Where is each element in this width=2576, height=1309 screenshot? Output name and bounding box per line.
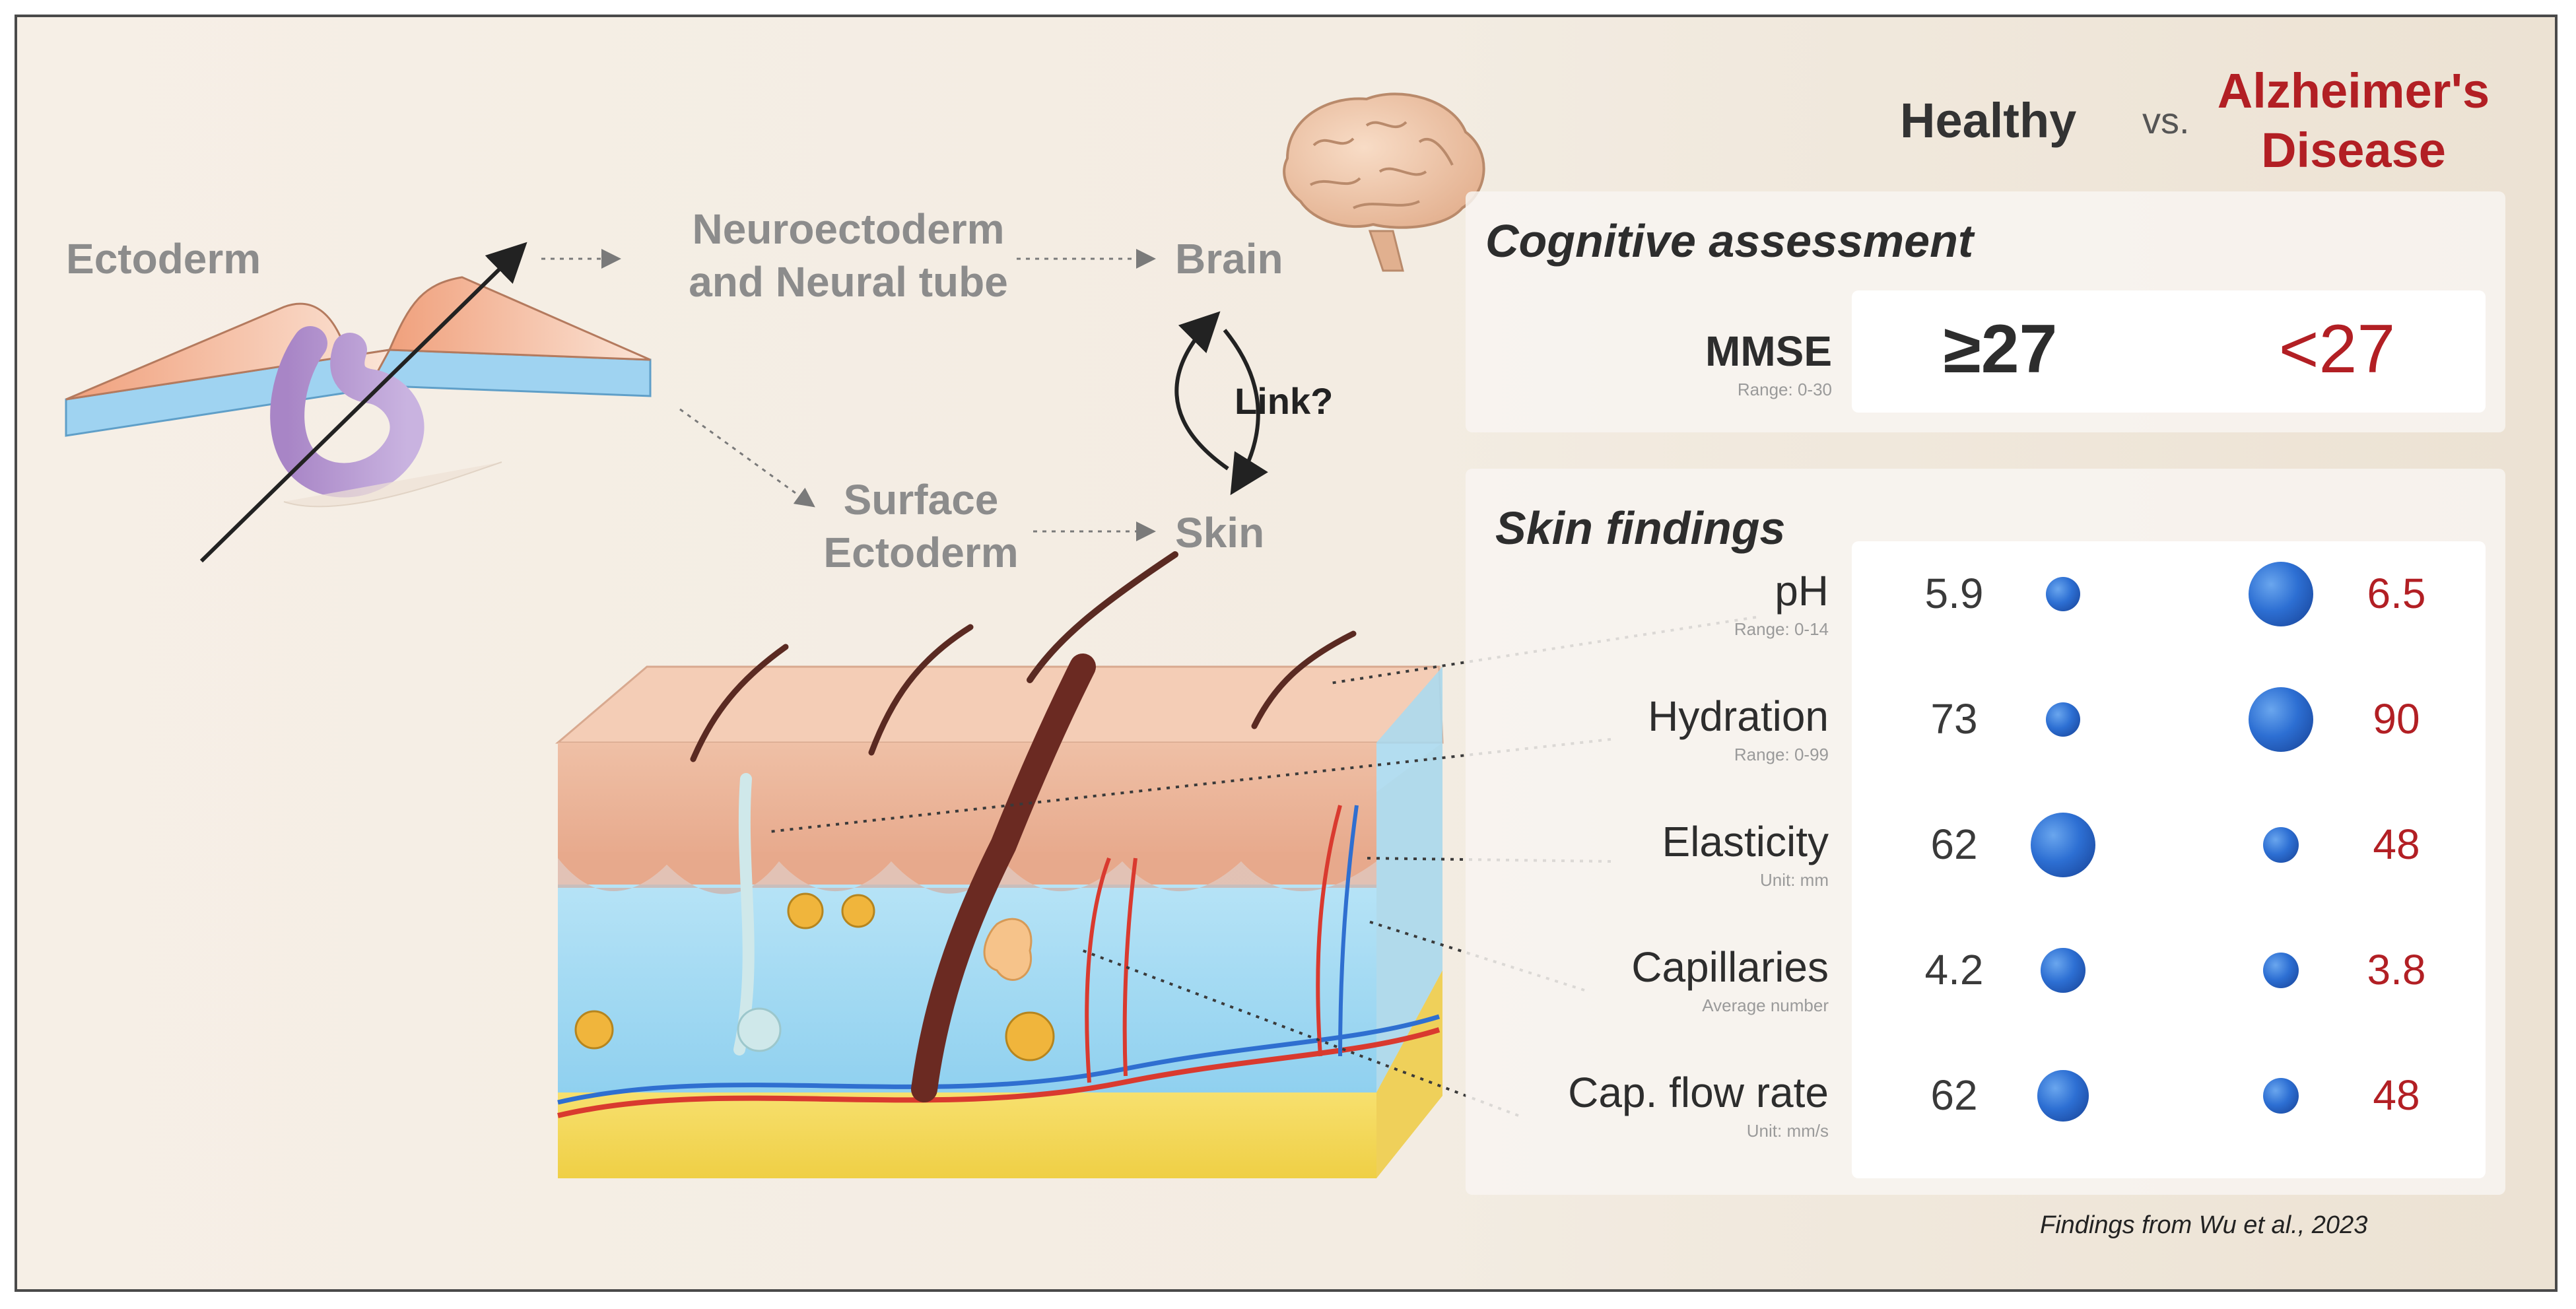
skin-metric-sub: Average number	[1702, 995, 1829, 1015]
surface-ectoderm-label-line1: Surface	[843, 476, 999, 523]
mmse-ad-value: <27	[2278, 311, 2396, 387]
ad-magnitude-dot	[2262, 826, 2299, 863]
brain-illustration	[1283, 92, 1485, 272]
mmse-values-panel	[1852, 290, 2486, 413]
citation: Findings from Wu et al., 2023	[2040, 1211, 2368, 1239]
healthy-value: 4.2	[1924, 946, 1984, 993]
healthy-value: 62	[1930, 1071, 1978, 1119]
ectoderm-label: Ectoderm	[66, 235, 261, 283]
healthy-value: 73	[1930, 695, 1978, 743]
skin-metric-sub: Range: 0-14	[1734, 619, 1829, 639]
link-question-label: Link?	[1235, 380, 1334, 422]
brain-label: Brain	[1175, 235, 1283, 283]
ad-header-line2: Disease	[2261, 123, 2446, 178]
healthy-magnitude-dot	[2031, 813, 2095, 877]
skin-values-panel	[1852, 541, 2486, 1178]
skin-cross-section	[555, 551, 1444, 1178]
ad-value: 6.5	[2367, 570, 2426, 617]
skin-metric-sub: Unit: mm/s	[1746, 1121, 1829, 1141]
surface-ectoderm-label-line2: Ectoderm	[823, 529, 1019, 576]
cognitive-assessment-title: Cognitive assessment	[1485, 215, 1974, 267]
ad-magnitude-dot	[2249, 562, 2313, 626]
skin-metric-label: Cap. flow rate	[1568, 1069, 1829, 1116]
healthy-magnitude-dot	[2045, 702, 2081, 737]
neuroectoderm-label-line2: and Neural tube	[689, 258, 1008, 306]
healthy-value: 62	[1930, 821, 1978, 868]
ad-value: 90	[2373, 695, 2420, 743]
mmse-healthy-value: ≥27	[1943, 311, 2058, 387]
lineage-arrows	[541, 249, 1156, 541]
skin-metric-label: Elasticity	[1662, 818, 1829, 865]
skin-metric-label: pH	[1775, 567, 1829, 615]
skin-findings-title: Skin findings	[1495, 502, 1786, 554]
ad-magnitude-dot	[2249, 687, 2313, 752]
vs-label: vs.	[2142, 100, 2190, 141]
ad-value: 48	[2373, 821, 2420, 868]
skin-metric-label: Hydration	[1648, 692, 1829, 740]
healthy-magnitude-dot	[2041, 948, 2085, 993]
ad-header-line1: Alzheimer's	[2217, 63, 2490, 118]
skin-metric-sub: Range: 0-99	[1734, 745, 1829, 764]
skin-metric-sub: Unit: mm	[1760, 870, 1829, 890]
mmse-range: Range: 0-30	[1737, 380, 1832, 399]
ad-magnitude-dot	[2262, 952, 2299, 989]
skin-metric-label: Capillaries	[1631, 943, 1829, 991]
healthy-magnitude-dot	[2045, 576, 2081, 612]
neural-tube-illustration	[65, 242, 652, 563]
skin-label: Skin	[1175, 509, 1265, 556]
ad-magnitude-dot	[2262, 1077, 2299, 1114]
neuroectoderm-label-line1: Neuroectoderm	[692, 205, 1005, 253]
ad-value: 3.8	[2367, 946, 2426, 993]
healthy-header: Healthy	[1900, 93, 2077, 148]
healthy-value: 5.9	[1924, 570, 1984, 617]
mmse-label: MMSE	[1705, 327, 1832, 375]
healthy-magnitude-dot	[2037, 1070, 2089, 1122]
link-arrows	[1174, 311, 1268, 496]
ad-value: 48	[2373, 1071, 2420, 1119]
